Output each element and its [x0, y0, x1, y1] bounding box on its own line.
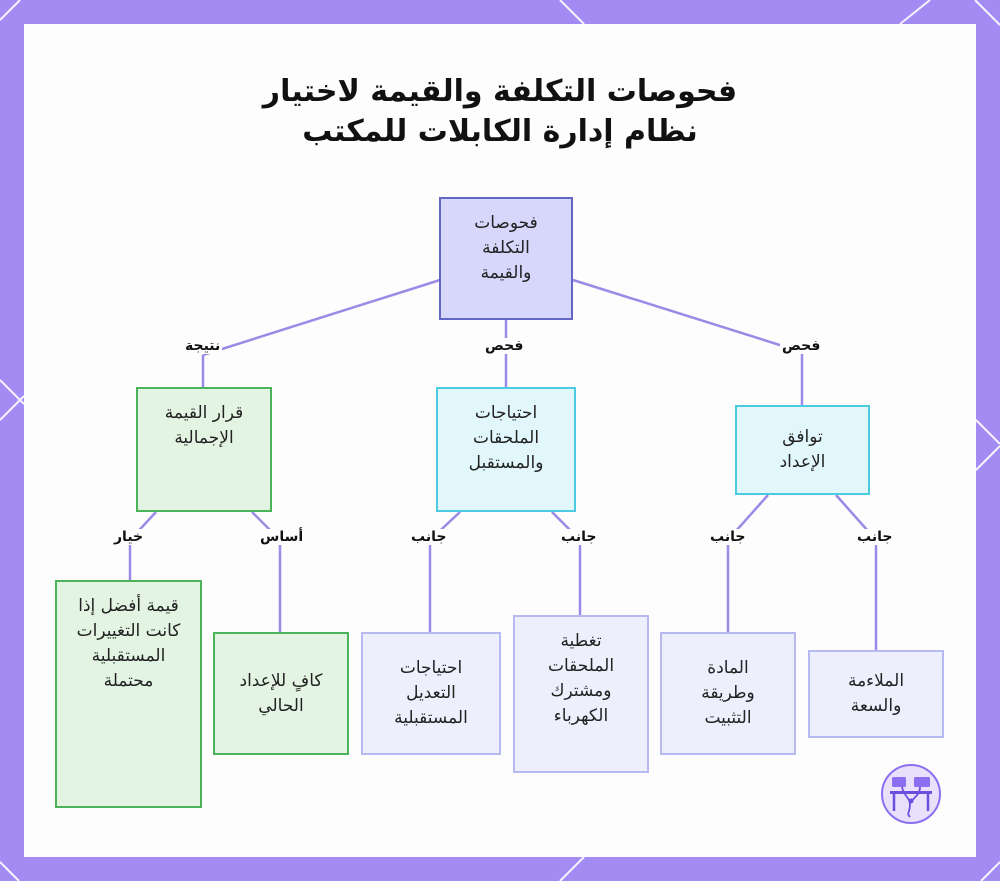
title-line-1: فحوصات التكلفة والقيمة لاختيار	[262, 74, 738, 109]
node-accessory-needs: احتياجات الملحقات والمستقبل	[436, 387, 576, 512]
edge-label-aspect-4: جانب	[409, 529, 449, 545]
title-line-2: نظام إدارة الكابلات للمكتب	[302, 114, 698, 149]
node-setup-fit: توافق الإعداد	[735, 405, 870, 495]
edge-label-option: خيار	[112, 529, 146, 545]
node-sufficient-current-label: كافٍ للإعداد الحالي	[239, 670, 323, 716]
node-value-decision: قرار القيمة الإجمالية	[136, 387, 272, 512]
node-value-decision-label: قرار القيمة الإجمالية	[164, 403, 244, 448]
node-fit-capacity-label: الملاءمة والسعة	[847, 671, 905, 716]
node-material-mounting: المادة وطريقة التثبيت	[660, 632, 796, 755]
edge-label-check-right: فحص	[780, 338, 823, 354]
node-material-mounting-label: المادة وطريقة التثبيت	[701, 658, 755, 728]
edge-label-check-middle: فحص	[483, 338, 526, 354]
edge-label-result: نتيجة	[183, 338, 223, 354]
edge-label-aspect-2: جانب	[708, 529, 748, 545]
node-future-adjustment-label: احتياجات التعديل المستقبلية	[394, 658, 468, 728]
node-better-value: قيمة أفضل إذا كانت التغييرات المستقبلية …	[55, 580, 202, 808]
node-root-label: فحوصات التكلفة والقيمة	[474, 213, 538, 283]
node-better-value-label: قيمة أفضل إذا كانت التغييرات المستقبلية …	[76, 596, 181, 691]
edge-label-aspect-3: جانب	[559, 529, 599, 545]
node-accessory-coverage: تغطية الملحقات ومشترك الكهرباء	[513, 615, 649, 773]
desk-cable-icon	[881, 764, 941, 824]
node-root: فحوصات التكلفة والقيمة	[439, 197, 573, 320]
node-future-adjustment: احتياجات التعديل المستقبلية	[361, 632, 501, 755]
node-setup-fit-label: توافق الإعداد	[779, 427, 826, 472]
node-accessory-coverage-label: تغطية الملحقات ومشترك الكهرباء	[547, 631, 615, 726]
diagram-title: فحوصات التكلفة والقيمة لاختيار نظام إدار…	[0, 72, 1000, 152]
node-accessory-needs-label: احتياجات الملحقات والمستقبل	[468, 403, 544, 473]
node-sufficient-current: كافٍ للإعداد الحالي	[213, 632, 349, 755]
edge-label-basis: أساس	[258, 529, 306, 545]
edge-label-aspect-1: جانب	[855, 529, 895, 545]
node-fit-capacity: الملاءمة والسعة	[808, 650, 944, 738]
